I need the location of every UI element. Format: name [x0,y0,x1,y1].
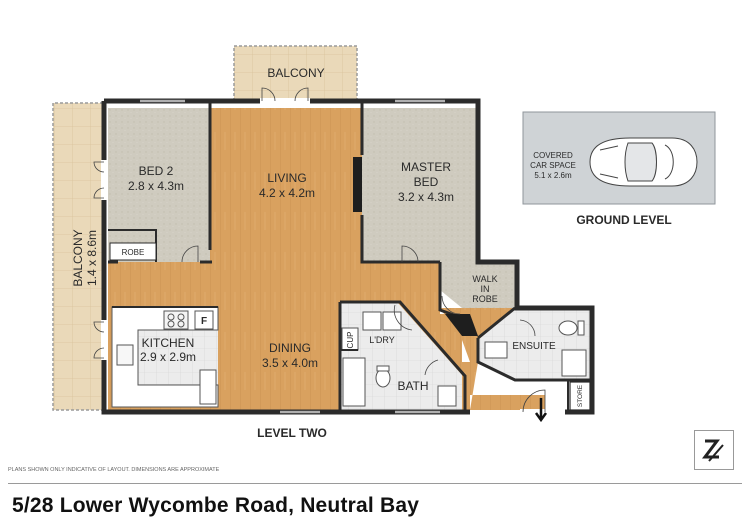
cup-label: CUP [346,332,355,349]
walkin-floor [440,262,515,308]
kitchen-size: 2.9 x 2.9m [140,350,196,364]
ensuite-label: ENSUITE [512,341,556,352]
bed2-label: BED 2 [139,164,174,178]
car-space-size: 5.1 x 2.6m [534,171,572,180]
robe-box [109,242,157,261]
store-label: STORE [577,384,584,407]
store-box [569,381,591,411]
bath-label: BATH [397,379,428,393]
bed2-size: 2.8 x 4.3m [128,179,184,193]
kitchen-bench [111,306,219,408]
balcony-top-label: BALCONY [267,66,324,80]
wall-core [445,314,478,336]
door-swings [93,87,546,413]
bed2-floor [108,108,210,262]
entry-arrow-icon [534,398,548,423]
car-space-line2: CAR SPACE [530,161,576,170]
master-label-1: MASTER [401,160,451,174]
balcony-left-area [52,102,103,411]
living-size: 4.2 x 4.2m [259,186,315,200]
balcony-top-area [233,45,358,101]
master-size: 3.2 x 4.3m [398,190,454,204]
window-frames [140,99,445,414]
disclaimer-text: PLANS SHOWN ONLY INDICATIVE OF LAYOUT. D… [8,467,220,473]
car-space-line1: COVERED [533,151,573,160]
car-space: COVERED CAR SPACE 5.1 x 2.6m [522,111,716,205]
laundry-label: L'DRY [369,335,395,345]
kitchen-label: KITCHEN [142,336,195,350]
master-floor [362,108,478,262]
robe-label: ROBE [122,248,145,257]
door-openings [101,98,565,415]
ensuite-fixtures [484,320,587,377]
walkin-label-3: ROBE [472,294,498,304]
walkin-label-1: WALK [472,274,497,284]
master-label-2: BED [414,175,439,189]
title-divider [8,483,742,484]
car-icon [589,137,698,187]
level-two-label: LEVEL TWO [257,426,327,440]
windows [140,99,445,414]
fireplace [353,157,362,212]
fridge-label: F [201,316,207,327]
balcony-left-size: 1.4 x 8.6m [85,230,99,286]
bathroom-fixtures [341,311,457,407]
balcony-left-label: BALCONY [71,229,85,286]
dining-size: 3.5 x 4.0m [262,356,318,370]
property-address: 5/28 Lower Wycombe Road, Neutral Bay [12,494,420,517]
living-label: LIVING [267,171,306,185]
ground-level-label: GROUND LEVEL [576,213,671,227]
brand-logo-icon [694,430,734,470]
walls [101,98,595,415]
dining-label: DINING [269,341,311,355]
walkin-label-2: IN [481,284,490,294]
